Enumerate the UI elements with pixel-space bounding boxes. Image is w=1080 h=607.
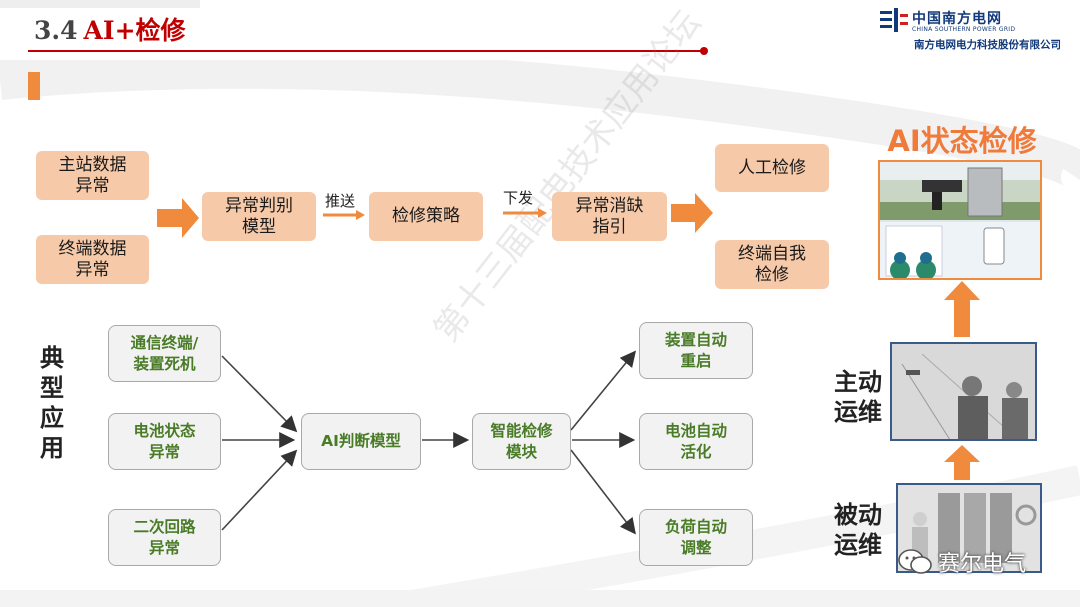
- ai-state-repair-title: AI状态检修: [887, 124, 1037, 158]
- typical-application-label: 典型应用: [38, 343, 68, 463]
- push-label: 推送: [325, 192, 356, 210]
- wechat-account-name: 赛尔电气: [938, 552, 1027, 577]
- input-terminal-crash-box: 通信终端/ 装置死机: [108, 325, 221, 382]
- title-underline-dot: [700, 47, 708, 55]
- active-ops-label: 主动 运维: [834, 368, 882, 426]
- connector-3: [221, 449, 298, 531]
- wechat-icon: [898, 549, 932, 574]
- outcome-manual-box: 人工检修: [715, 144, 829, 192]
- up-arrow-bottom: [944, 445, 980, 480]
- connector-7: [570, 449, 636, 535]
- source-terminal-data-box: 终端数据 异常: [36, 235, 149, 284]
- issue-arrow: [503, 208, 547, 218]
- smart-repair-module-box: 智能检修 模块: [472, 413, 571, 470]
- source-master-data-box: 主站数据 异常: [36, 151, 149, 200]
- connector-1: [221, 355, 298, 433]
- title-underline: [28, 50, 704, 52]
- strategy-box: 检修策略: [369, 192, 483, 241]
- output-load-adjust-box: 负荷自动 调整: [639, 509, 753, 566]
- accent-bar: [28, 72, 40, 100]
- ai-model-box: AI判断模型: [301, 413, 421, 470]
- passive-ops-image: [896, 483, 1042, 573]
- passive-ops-label: 被动 运维: [834, 501, 882, 559]
- ai-repair-illustration: [880, 162, 1040, 278]
- section-number: 3.4: [34, 16, 78, 45]
- typical-label-text: 典型应用: [40, 344, 64, 462]
- push-arrow: [323, 210, 365, 220]
- wechat-account-watermark: 赛尔电气: [898, 546, 1026, 578]
- input-battery-box: 电池状态 异常: [108, 413, 221, 470]
- output-restart-box: 装置自动 重启: [639, 322, 753, 379]
- active-ops-illustration: [892, 344, 1035, 439]
- big-arrow-left: [157, 198, 199, 238]
- up-arrow-top: [944, 281, 980, 337]
- ai-repair-image: [878, 160, 1042, 280]
- logo-name: 中国南方电网: [912, 11, 1002, 27]
- company-name: 南方电网电力科技股份有限公司: [914, 39, 1061, 51]
- active-ops-image: [890, 342, 1037, 441]
- csg-logo-icon: [880, 8, 908, 32]
- anomaly-model-box: 异常判别 模型: [202, 192, 316, 241]
- outcome-self-repair-box: 终端自我 检修: [715, 240, 829, 289]
- big-arrow-right: [671, 193, 713, 233]
- output-battery-activate-box: 电池自动 活化: [639, 413, 753, 470]
- corner-decoration: [0, 0, 200, 8]
- section-title: AI+检修: [83, 16, 186, 45]
- connector-5: [570, 350, 637, 431]
- logo-english-name: CHINA SOUTHERN POWER GRID: [912, 26, 1016, 33]
- input-circuit-box: 二次回路 异常: [108, 509, 221, 566]
- guidance-box: 异常消缺 指引: [552, 192, 667, 241]
- issue-label: 下发: [503, 189, 534, 207]
